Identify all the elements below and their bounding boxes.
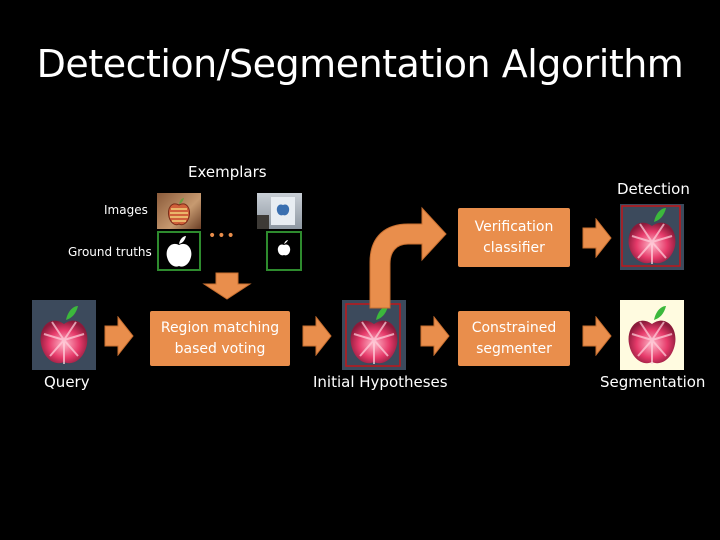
right-arrow-icon [302, 316, 332, 356]
verification-line-2: classifier [483, 239, 545, 256]
right-arrow-icon [420, 316, 450, 356]
right-arrow-icon [104, 316, 134, 356]
query-image [32, 300, 96, 370]
curved-up-arrow-icon [369, 206, 447, 309]
segmentation-image [620, 300, 684, 370]
exemplar-image-1 [157, 193, 201, 229]
apple-logo-icon [628, 306, 676, 364]
exemplar-image-2 [257, 193, 302, 229]
right-arrow-icon [582, 218, 612, 258]
query-label: Query [44, 373, 90, 391]
down-arrow-icon [202, 272, 252, 300]
exemplars-label: Exemplars [188, 163, 267, 181]
ground-truth-mask-1 [157, 231, 201, 271]
apple-silhouette-icon [277, 240, 291, 256]
apple-silhouette-icon [166, 236, 192, 267]
apple-logo-icon [257, 197, 295, 229]
constrained-line-2: segmenter [476, 340, 552, 357]
detection-label: Detection [617, 180, 690, 198]
verification-classifier-box: Verification classifier [458, 208, 570, 267]
verification-line-1: Verification [474, 218, 554, 235]
ground-truth-mask-2 [266, 231, 302, 271]
constrained-segmenter-box: Constrained segmenter [458, 311, 570, 366]
apple-logo-icon [345, 303, 401, 367]
detection-image [620, 204, 684, 270]
initial-hypotheses-image [342, 300, 406, 370]
region-matching-box: Region matching based voting [150, 311, 290, 366]
apple-logo-icon [40, 306, 88, 364]
region-matching-line-1: Region matching [160, 319, 280, 336]
right-arrow-icon [582, 316, 612, 356]
region-matching-line-2: based voting [174, 340, 266, 357]
initial-hypotheses-label: Initial Hypotheses [313, 373, 448, 391]
ellipsis: ••• [208, 228, 236, 244]
apple-logo-icon [168, 198, 190, 226]
apple-logo-icon [621, 205, 681, 267]
page-title: Detection/Segmentation Algorithm [36, 42, 684, 86]
images-label: Images [104, 203, 148, 217]
ground-truths-label: Ground truths [68, 245, 152, 259]
segmentation-label: Segmentation [600, 373, 706, 391]
constrained-line-1: Constrained [471, 319, 557, 336]
